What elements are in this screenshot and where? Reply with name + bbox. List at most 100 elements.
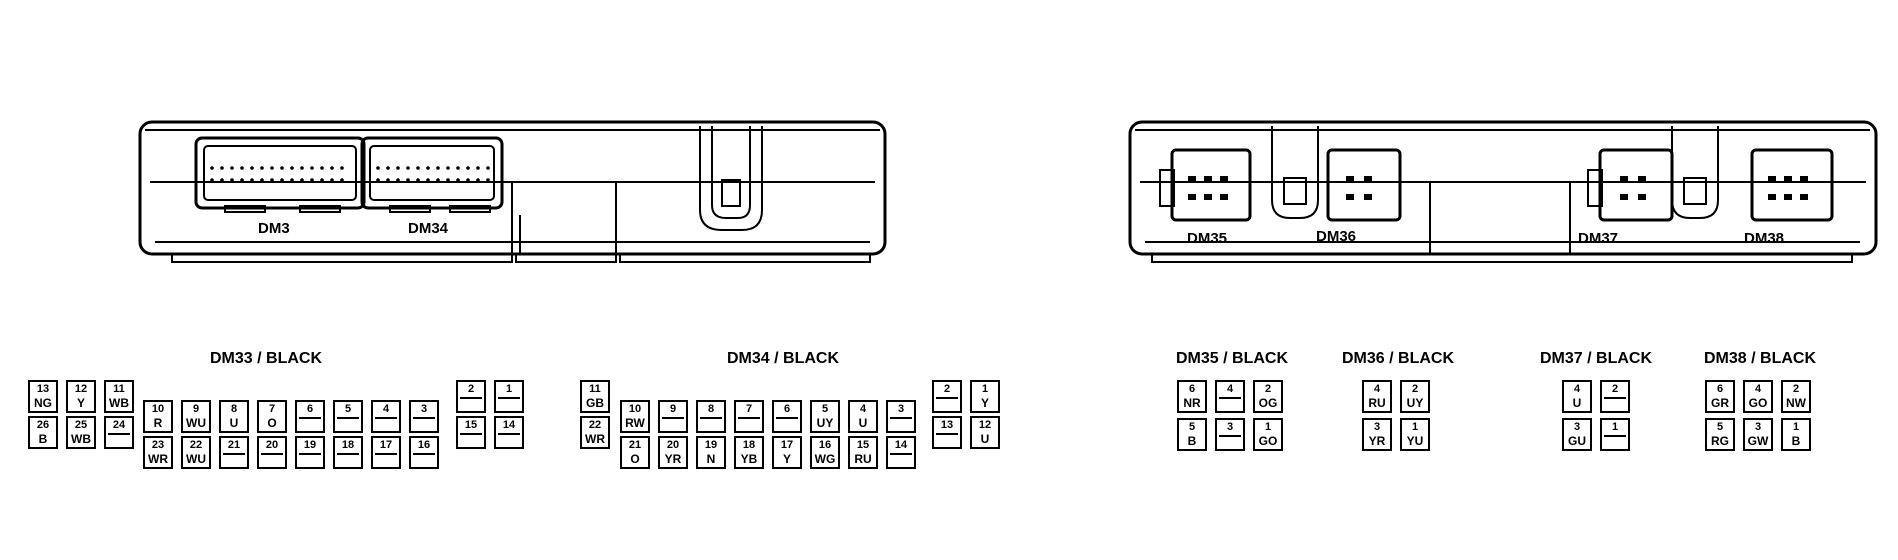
- pin-number: 5: [1716, 421, 1724, 433]
- pin-number: 12: [978, 419, 992, 431]
- pin-number: 4: [1373, 383, 1381, 395]
- wire-colour: B: [1791, 434, 1801, 448]
- no-wire-dash: [375, 417, 397, 419]
- module-label-dm37: DM37: [1578, 230, 1619, 247]
- pin-number: 3: [420, 403, 428, 415]
- no-wire-dash: [700, 417, 722, 419]
- dm33-pin-5: 5: [333, 400, 363, 433]
- wire-colour: YR: [1368, 434, 1386, 448]
- no-wire-dash: [337, 453, 359, 455]
- no-wire-dash: [890, 417, 912, 419]
- no-wire-dash: [375, 453, 397, 455]
- module-label-dm38: DM38: [1744, 230, 1785, 247]
- dm38-title: DM38 / BLACK: [1704, 350, 1817, 367]
- pin-number: 6: [1716, 383, 1724, 395]
- no-wire-dash: [776, 417, 798, 419]
- pin-number: 15: [464, 419, 478, 431]
- pin-number: 5: [344, 403, 352, 415]
- no-wire-dash: [498, 397, 520, 399]
- no-wire-dash: [1219, 435, 1241, 437]
- pin-number: 7: [745, 403, 753, 415]
- dm33-pin-20: 20: [257, 436, 287, 469]
- dm34-pin-13: 13: [932, 416, 962, 449]
- wire-colour: WG: [814, 452, 836, 466]
- wire-colour: B: [38, 432, 48, 446]
- pin-number: 1: [1611, 421, 1619, 433]
- wire-colour: Y: [980, 396, 989, 410]
- no-wire-dash: [223, 453, 245, 455]
- dm33-pin-1: 1: [494, 380, 524, 413]
- wire-colour: N: [706, 452, 716, 466]
- wire-colour: WU: [186, 452, 206, 466]
- pin-number: 9: [669, 403, 677, 415]
- dm34-pin-8: 8: [696, 400, 726, 433]
- dm35-pin-4: 4: [1215, 380, 1245, 413]
- no-wire-dash: [460, 433, 482, 435]
- pin-number: 21: [628, 439, 642, 451]
- wire-colour: WB: [71, 432, 91, 446]
- dm33-pin-17: 17: [371, 436, 401, 469]
- pin-number: 11: [589, 383, 601, 395]
- dm33-pin-6: 6: [295, 400, 325, 433]
- pin-number: 2: [1611, 383, 1619, 395]
- no-wire-dash: [890, 453, 912, 455]
- pin-number: 3: [1373, 421, 1381, 433]
- dm34-pin-9: 9: [658, 400, 688, 433]
- wire-colour: WR: [148, 452, 168, 466]
- dm37-pin-1: 1: [1600, 418, 1630, 451]
- dm34-pin-2: 2: [932, 380, 962, 413]
- pin-number: 4: [382, 403, 390, 415]
- pin-number: 2: [1411, 383, 1419, 395]
- pin-number: 16: [818, 439, 832, 451]
- no-wire-dash: [108, 433, 130, 435]
- wire-colour: U: [229, 416, 239, 430]
- pin-number: 4: [1226, 383, 1234, 395]
- pin-number: 19: [704, 439, 718, 451]
- no-wire-dash: [936, 433, 958, 435]
- wire-colour: RU: [854, 452, 872, 466]
- no-wire-dash: [1219, 397, 1241, 399]
- wire-colour: OG: [1258, 396, 1278, 410]
- wire-colour: O: [267, 416, 277, 430]
- dm36-title: DM36 / BLACK: [1342, 350, 1455, 367]
- pin-number: 2: [467, 383, 475, 395]
- wire-colour: GO: [1258, 434, 1278, 448]
- wire-colour: U: [858, 416, 868, 430]
- dm34-pin-7: 7: [734, 400, 764, 433]
- wire-colour: GW: [1747, 434, 1769, 448]
- no-wire-dash: [261, 453, 283, 455]
- no-wire-dash: [1604, 397, 1626, 399]
- left-module-drawing: [138, 120, 887, 263]
- wire-colour: B: [1187, 434, 1197, 448]
- pin-number: 5: [821, 403, 829, 415]
- wire-colour: YU: [1406, 434, 1424, 448]
- pin-number: 4: [1754, 383, 1762, 395]
- dm34-pin-14: 14: [886, 436, 916, 469]
- pin-number: 25: [74, 419, 88, 431]
- pin-number: 15: [856, 439, 870, 451]
- no-wire-dash: [738, 417, 760, 419]
- pin-number: 8: [707, 403, 715, 415]
- pin-number: 21: [227, 439, 241, 451]
- pin-number: 6: [306, 403, 314, 415]
- pin-number: 7: [268, 403, 276, 415]
- pin-number: 22: [189, 439, 203, 451]
- pin-number: 3: [897, 403, 905, 415]
